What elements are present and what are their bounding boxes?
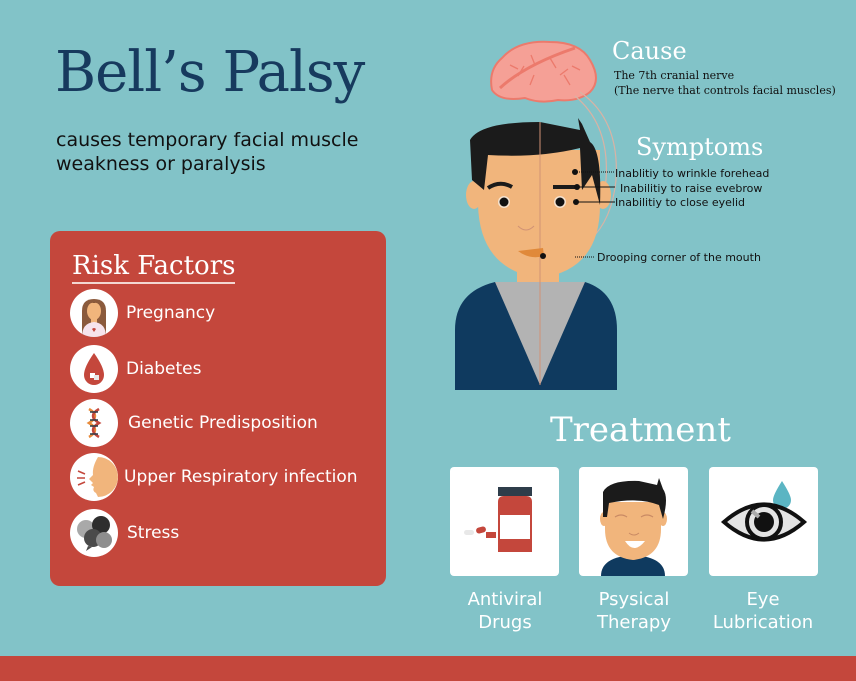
- treatment-card-eye: [709, 467, 818, 576]
- cough-face-icon: [70, 453, 118, 501]
- treatment-label-line: Eye: [746, 589, 780, 610]
- bottom-bar: [0, 656, 856, 681]
- risk-factors-panel: Risk Factors Pregnancy Diabetes: [50, 231, 386, 586]
- risk-item-label: Diabetes: [126, 359, 202, 379]
- risk-item-diabetes: Diabetes: [70, 345, 201, 393]
- dna-icon: [70, 399, 118, 447]
- symptom-eyebrow: Inabilitiy to raise evebrow: [620, 182, 763, 195]
- treatment-label-eye: Eye Lubrication: [698, 588, 828, 634]
- page-title: Bell’s Palsy: [55, 40, 365, 105]
- cause-text-line1: The 7th cranial nerve: [614, 69, 735, 82]
- pregnant-woman-icon: [70, 289, 118, 337]
- risk-item-label: Pregnancy: [126, 303, 216, 323]
- symptom-mouth: Drooping corner of the mouth: [597, 251, 761, 264]
- risk-item-pregnancy: Pregnancy: [70, 289, 215, 337]
- speech-bubbles-icon: [70, 509, 118, 557]
- risk-item-genetic: Genetic Predisposition: [70, 399, 318, 447]
- symptom-forehead: Inablitiy to wrinkle forehead: [615, 167, 770, 180]
- risk-factors-title: Risk Factors: [72, 251, 236, 284]
- risk-item-respiratory: Upper Respiratory infection: [70, 453, 358, 501]
- eye-drop-icon: [720, 481, 808, 542]
- brain-icon: [490, 40, 597, 103]
- treatment-label-line: Antiviral: [467, 589, 543, 610]
- risk-item-label: Upper Respiratory infection: [124, 467, 358, 487]
- cause-title: Cause: [612, 37, 687, 65]
- blood-drop-sugar-icon: [70, 345, 118, 393]
- treatment-label-therapy: Psysical Therapy: [569, 588, 699, 634]
- risk-item-stress: Stress: [70, 509, 179, 557]
- risk-item-label: Genetic Predisposition: [128, 413, 318, 433]
- treatment-card-therapy: [579, 467, 688, 576]
- treatment-title: Treatment: [550, 410, 731, 450]
- pill-bottle-icon: [464, 487, 532, 552]
- face-illustration: [455, 40, 617, 390]
- treatment-label-antiviral: Antiviral Drugs: [440, 588, 570, 634]
- symptom-eyelid: Inabilitiy to close eyelid: [615, 196, 745, 209]
- smiling-man-icon: [600, 478, 667, 576]
- treatment-label-line: Psysical: [598, 589, 670, 610]
- page-subtitle: causes temporary facial muscle weakness …: [56, 129, 359, 175]
- treatment-label-line: Drugs: [478, 612, 532, 633]
- cause-text-line2: (The nerve that controls facial muscles): [614, 84, 836, 97]
- treatment-label-line: Therapy: [597, 612, 671, 633]
- treatment-label-line: Lubrication: [712, 612, 814, 633]
- symptoms-title: Symptoms: [636, 133, 764, 161]
- risk-item-label: Stress: [127, 523, 180, 543]
- symptom-leader-lines: [575, 171, 615, 258]
- treatment-card-antiviral: [450, 467, 559, 576]
